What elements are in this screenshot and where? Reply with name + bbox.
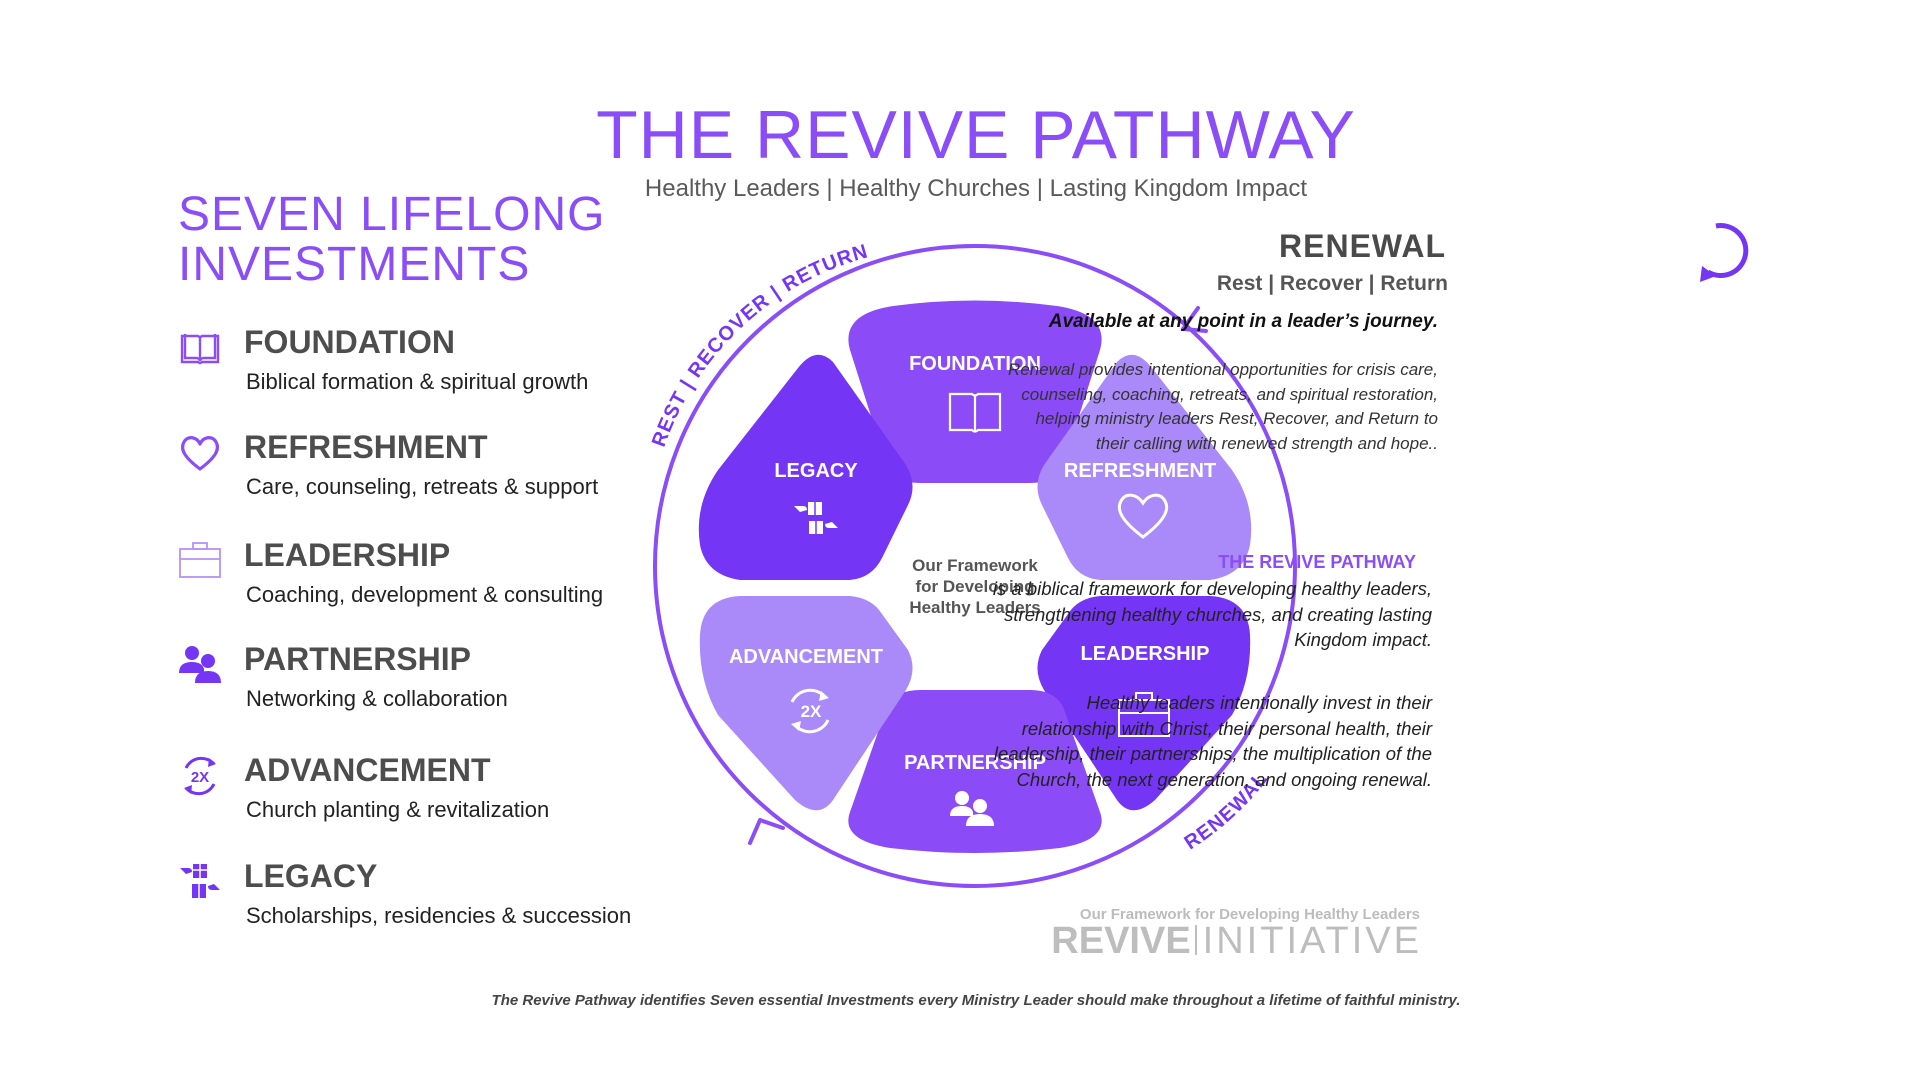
investment-item-legacy: LEGACY Scholarships, residencies & succe…	[178, 858, 658, 960]
svg-text:2X: 2X	[191, 769, 209, 786]
investment-description: Scholarships, residencies & succession	[246, 903, 632, 928]
investment-item-leadership: LEADERSHIP Coaching, development & consu…	[178, 537, 658, 639]
segment-advancement: ADVANCEMENT 2X	[699, 596, 913, 811]
investment-item-foundation: FOUNDATION Biblical formation & spiritua…	[178, 324, 658, 426]
investment-name: LEGACY	[244, 858, 378, 894]
investment-item-advancement: 2X ADVANCEMENT Church planting & revital…	[178, 752, 658, 854]
segment-refreshment: REFRESHMENT	[1037, 354, 1252, 580]
heart-icon	[180, 436, 220, 471]
briefcase-icon	[1118, 692, 1170, 737]
briefcase-icon	[179, 542, 221, 578]
investment-name: FOUNDATION	[244, 324, 455, 360]
ring-arrow-bottom-left	[748, 818, 785, 845]
brand-logo: REVIVE INITIATIVE	[1051, 920, 1422, 963]
segment-label: PARTNERSHIP	[904, 752, 1046, 774]
segment-label: ADVANCEMENT	[729, 646, 883, 668]
brand-tagline: Our Framework for Developing Healthy Lea…	[1079, 906, 1420, 923]
segment-label: REFRESHMENT	[1064, 460, 1216, 482]
footer-note: The Revive Pathway identifies Seven esse…	[491, 992, 1461, 1009]
page-subtitle: Healthy Leaders | Healthy Churches | Las…	[644, 175, 1308, 202]
renewal-title: RENEWAL	[1279, 228, 1446, 264]
investment-item-partnership: PARTNERSHIP Networking & collaboration	[178, 641, 658, 743]
pathway-description-detail: Healthy leaders intentionally invest in …	[993, 692, 1432, 790]
investment-description: Church planting & revitalization	[246, 797, 550, 822]
investments-heading: SEVEN LIFELONG INVESTMENTS	[178, 190, 605, 290]
segment-partnership: PARTNERSHIP	[848, 690, 1102, 853]
segment-foundation: FOUNDATION	[848, 300, 1102, 483]
open-book-icon	[180, 334, 220, 365]
heart-icon	[1117, 493, 1169, 539]
investment-item-refreshment: REFRESHMENT Care, counseling, retreats &…	[178, 429, 658, 531]
investment-name: LEADERSHIP	[244, 537, 451, 573]
segment-label: LEGACY	[774, 460, 858, 482]
pathway-heading: THE REVIVE PATHWAY	[1218, 552, 1416, 572]
page-title: THE REVIVE PATHWAY	[596, 97, 1356, 173]
people-icon	[950, 791, 994, 826]
open-book-icon	[948, 392, 1002, 433]
multiply-2x-icon: 2X	[184, 756, 216, 796]
segment-legacy: LEGACY	[698, 354, 913, 580]
center-text-line2: for Developing	[915, 577, 1034, 596]
people-icon	[179, 646, 221, 683]
gift-hands-icon	[794, 502, 838, 534]
investment-name: PARTNERSHIP	[244, 641, 471, 677]
investment-description: Networking & collaboration	[246, 686, 508, 711]
investments-heading-line1: SEVEN LIFELONG	[178, 188, 606, 241]
center-text-line1: Our Framework	[912, 556, 1038, 575]
investment-description: Coaching, development & consulting	[246, 582, 604, 607]
renewal-subtitle: Rest | Recover | Return	[1216, 272, 1448, 295]
multiply-2x-icon: 2X	[790, 688, 830, 734]
investment-description: Care, counseling, retreats & support	[246, 474, 599, 499]
renewal-availability: Available at any point in a leader’s jou…	[1048, 311, 1438, 332]
investment-name: ADVANCEMENT	[244, 752, 491, 788]
pathway-description: is a biblical framework for developing h…	[992, 578, 1432, 650]
investment-name: REFRESHMENT	[244, 429, 488, 465]
segment-label: LEADERSHIP	[1081, 643, 1210, 665]
renewal-description: Renewal provides intentional opportuniti…	[1008, 360, 1438, 453]
ring-arrow-top-right	[1181, 306, 1208, 333]
brand-logo-bold: REVIVE	[1051, 920, 1191, 962]
gift-hands-icon	[180, 864, 220, 898]
investments-heading-line2: INVESTMENTS	[178, 238, 531, 291]
brand-logo-light: INITIATIVE	[1202, 920, 1422, 962]
segment-leadership: LEADERSHIP	[1037, 596, 1251, 811]
svg-text:2X: 2X	[801, 702, 822, 721]
center-text-line3: Healthy Leaders	[909, 598, 1040, 617]
outer-ring	[653, 244, 1297, 888]
segment-label: FOUNDATION	[909, 353, 1041, 375]
investment-description: Biblical formation & spiritual growth	[246, 369, 589, 394]
renewal-cycle-icon	[1700, 223, 1749, 282]
